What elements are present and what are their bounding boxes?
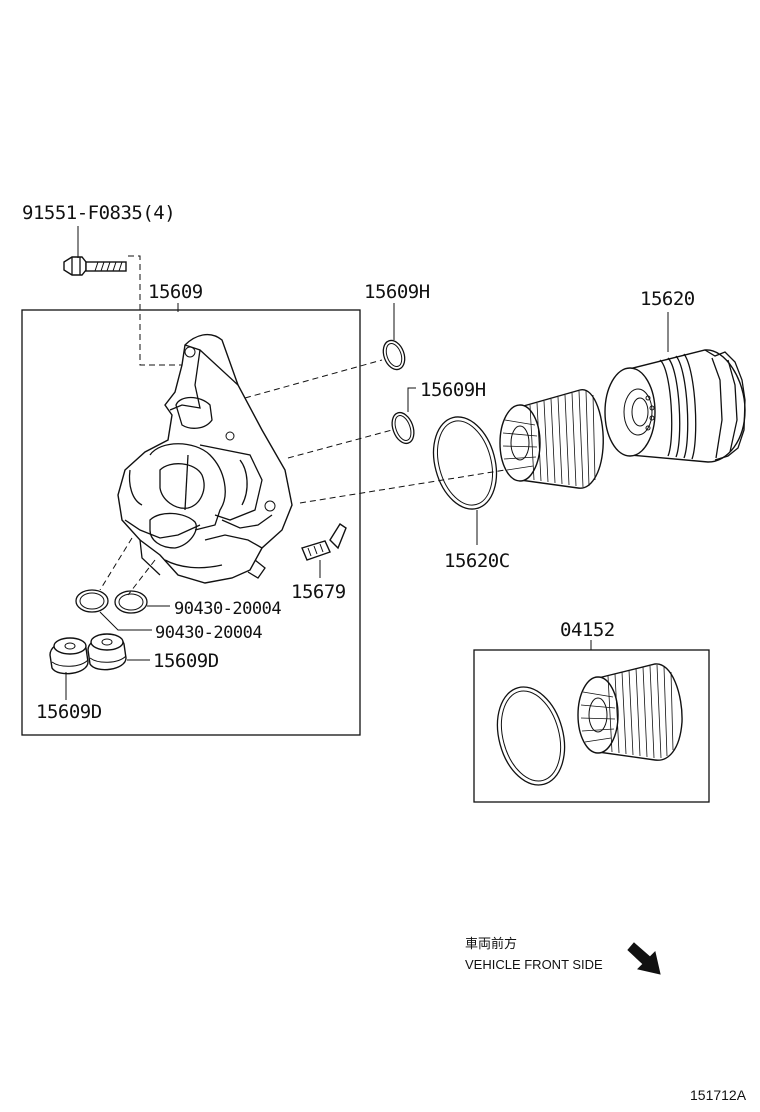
dash-line-4 xyxy=(99,537,133,591)
label-cap-gasket: 15620C xyxy=(444,550,510,572)
element-kit-filter xyxy=(577,663,683,761)
plug-right xyxy=(87,633,127,671)
label-gasket-b: 90430-20004 xyxy=(174,599,281,619)
housing-group-box xyxy=(21,309,361,736)
direction-note-english: VEHICLE FRONT SIDE xyxy=(465,957,603,972)
gasket-a xyxy=(75,589,109,613)
filter-element-upper xyxy=(499,389,604,489)
cap-gasket xyxy=(432,416,498,510)
dash-line-3 xyxy=(299,469,506,504)
dash-line-5 xyxy=(127,559,156,596)
gasket-b xyxy=(114,590,148,614)
filter-cap xyxy=(604,349,746,463)
dash-line-1 xyxy=(244,359,383,399)
o-ring-lower xyxy=(391,411,415,445)
label-filter-cap: 15620 xyxy=(640,288,695,310)
label-housing: 15609 xyxy=(148,281,203,303)
label-gasket-a: 90430-20004 xyxy=(155,623,262,643)
element-kit-gasket xyxy=(496,686,566,786)
label-plug-left: 15609D xyxy=(36,701,102,723)
label-element-kit: 04152 xyxy=(560,619,615,641)
label-o-ring-lower: 15609H xyxy=(420,379,486,401)
direction-note-japanese: 車両前方 xyxy=(465,936,517,951)
dash-line-2 xyxy=(287,429,393,459)
label-bolt: 91551-F0835(4) xyxy=(22,202,175,224)
direction-arrow-icon xyxy=(627,942,661,975)
drawing-number: 151712A xyxy=(690,1087,747,1103)
gasket-a-leader xyxy=(99,611,152,631)
o-ring-upper xyxy=(382,339,406,371)
sensor-part xyxy=(301,523,347,561)
bolt-part xyxy=(63,256,127,276)
plug-left xyxy=(49,637,89,675)
oil-filter-housing xyxy=(117,333,293,584)
bolt-dash-line xyxy=(128,255,196,366)
o-ring-lower-leader xyxy=(407,387,416,412)
label-sensor: 15679 xyxy=(291,581,346,603)
label-o-ring-upper: 15609H xyxy=(364,281,430,303)
label-plug-right: 15609D xyxy=(153,650,219,672)
